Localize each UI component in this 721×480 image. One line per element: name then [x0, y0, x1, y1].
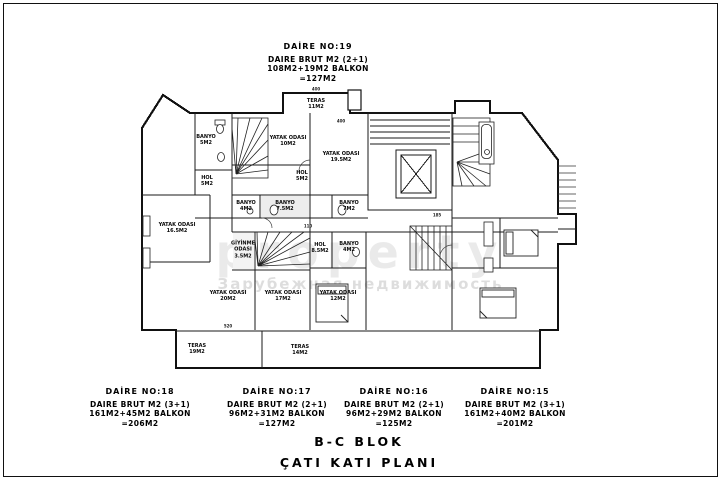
apartment-total: =206M2 [121, 419, 159, 429]
block-title: B-C BLOK [314, 434, 404, 449]
page-border-frame [3, 3, 718, 477]
dimension-label: 110 [303, 223, 313, 229]
apartment-info-16: DAİRE NO:16 DAIRE BRUT M2 (2+1) 96M2+29M… [304, 387, 484, 429]
railing-hatch [558, 165, 576, 209]
stair-upper-left [231, 117, 269, 179]
door-arcs [261, 159, 453, 258]
apartment-area: 96M2+31M2 BALKON [229, 409, 325, 419]
dimension-label: 400 [336, 118, 346, 124]
apartment-area: 161M2+45M2 BALKON [89, 409, 191, 419]
apartment-total: =125M2 [375, 419, 413, 429]
beds [315, 229, 539, 323]
apartment-info-19: DAİRE NO:19 DAIRE BRUT M2 (2+1) 108M2+19… [228, 42, 408, 84]
apartment-total: =127M2 [258, 419, 296, 429]
interior-walls [142, 113, 576, 368]
chimney [347, 89, 362, 111]
apartment-no: DAİRE NO:16 [359, 387, 429, 396]
apartment-no: DAİRE NO:15 [480, 387, 550, 396]
apartment-no: DAİRE NO:17 [242, 387, 312, 396]
apartment-brut: DAIRE BRUT M2 (2+1) [226, 399, 328, 409]
apartment-brut: DAIRE BRUT M2 (3+1) [89, 399, 191, 409]
dimension-label: 400 [311, 86, 321, 92]
apartment-info-17: DAİRE NO:17 DAIRE BRUT M2 (2+1) 96M2+31M… [187, 387, 367, 429]
dimension-label: 185 [432, 212, 442, 218]
radiators [142, 215, 494, 273]
apartment-info-18: DAİRE NO:18 DAIRE BRUT M2 (3+1) 161M2+45… [50, 387, 230, 429]
apartment-no: DAİRE NO:19 [283, 42, 353, 51]
apartment-area: 96M2+29M2 BALKON [346, 409, 442, 419]
stair-core-hatch [367, 112, 453, 211]
apartment-brut: DAIRE BRUT M2 (3+1) [464, 399, 566, 409]
apartment-brut: DAIRE BRUT M2 (2+1) [343, 399, 445, 409]
dimension-label: 520 [223, 323, 233, 329]
elevator-shaft [395, 149, 437, 199]
bathroom-fixtures [214, 119, 495, 257]
plan-title: ÇATI KATI PLANI [279, 455, 439, 470]
apartment-total: =201M2 [496, 419, 534, 429]
apartment-no: DAİRE NO:18 [105, 387, 175, 396]
stair-upper-right [452, 117, 491, 187]
apartment-total: =127M2 [299, 74, 337, 84]
stair-center [254, 231, 311, 271]
stair-mid-right [409, 225, 453, 271]
watermark-agency: Зарубежная недвижимость [217, 275, 504, 293]
apartment-info-15: DAİRE NO:15 DAIRE BRUT M2 (3+1) 161M2+40… [425, 387, 605, 429]
apartment-area: 108M2+19M2 BALKON [267, 64, 369, 74]
apartment-brut: DAIRE BRUT M2 (2+1) [267, 54, 369, 64]
apartment-area: 161M2+40M2 BALKON [464, 409, 566, 419]
